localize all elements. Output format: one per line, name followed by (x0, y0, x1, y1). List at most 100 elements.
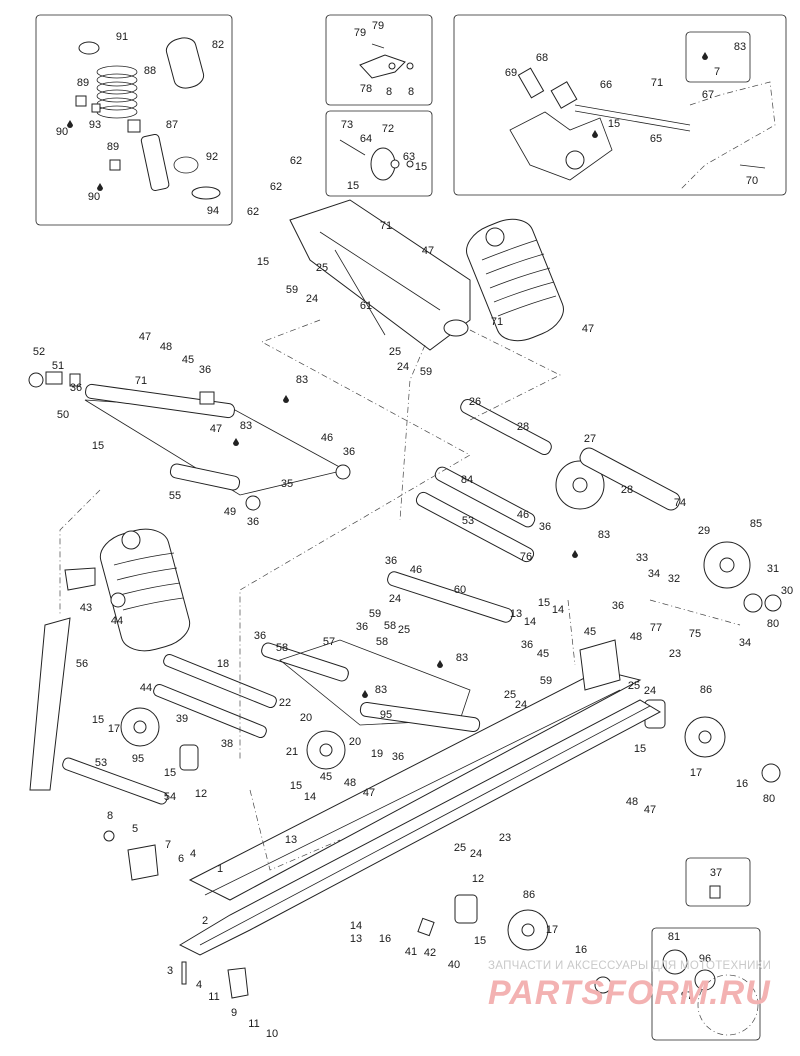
part-callout-45: 45 (320, 771, 332, 783)
part-callout-78: 78 (360, 83, 372, 95)
part-callout-59: 59 (369, 608, 381, 620)
part-callout-15: 15 (257, 256, 269, 268)
part-callout-59: 59 (286, 284, 298, 296)
part-callout-54: 54 (164, 791, 176, 803)
inset-box-wheel-parts (325, 110, 433, 197)
part-callout-53: 53 (95, 757, 107, 769)
part-callout-71: 71 (380, 220, 392, 232)
part-callout-83: 83 (296, 374, 308, 386)
part-callout-47: 47 (582, 323, 594, 335)
part-callout-44: 44 (140, 682, 152, 694)
upper-shock-drawing (466, 218, 564, 342)
part-callout-15: 15 (92, 714, 104, 726)
part-callout-36: 36 (199, 364, 211, 376)
inset-box-torsion-rod-parts (453, 14, 787, 196)
part-callout-79: 79 (354, 27, 366, 39)
bracket-drawing (359, 43, 414, 79)
part-callout-27: 27 (584, 433, 596, 445)
part-callout-35: 35 (281, 478, 293, 490)
part-callout-47: 47 (139, 331, 151, 343)
part-callout-55: 55 (169, 490, 181, 502)
part-callout-25: 25 (504, 689, 516, 701)
part-callout-34: 34 (648, 568, 660, 580)
part-callout-14: 14 (524, 616, 536, 628)
part-callout-26: 26 (469, 396, 481, 408)
part-callout-89: 89 (77, 77, 89, 89)
part-callout-36: 36 (612, 600, 624, 612)
part-callout-49: 49 (224, 506, 236, 518)
part-callout-28: 28 (621, 484, 633, 496)
part-callout-15: 15 (164, 767, 176, 779)
part-callout-53: 53 (462, 515, 474, 527)
part-callout-62: 62 (270, 181, 282, 193)
cross-shafts-drawing (62, 653, 781, 805)
part-callout-18: 18 (217, 658, 229, 670)
part-callout-15: 15 (92, 440, 104, 452)
watermark-logo: PARTSFORM.RU (488, 974, 771, 1012)
slide-rails-drawing (178, 639, 662, 956)
part-callout-45: 45 (537, 648, 549, 660)
part-callout-76: 76 (520, 551, 532, 563)
part-callout-44: 44 (111, 615, 123, 627)
part-callout-67: 67 (702, 89, 714, 101)
part-callout-20: 20 (349, 736, 361, 748)
part-callout-69: 69 (505, 67, 517, 79)
part-callout-3: 3 (167, 965, 173, 977)
part-callout-36: 36 (343, 446, 355, 458)
part-callout-39: 39 (176, 713, 188, 725)
part-callout-5: 5 (132, 823, 138, 835)
part-callout-13: 13 (285, 834, 297, 846)
rear-arm-drawing (415, 398, 782, 626)
part-callout-24: 24 (389, 593, 401, 605)
part-callout-9: 9 (231, 1007, 237, 1019)
part-callout-4: 4 (190, 848, 196, 860)
part-callout-25: 25 (628, 680, 640, 692)
part-callout-91: 91 (116, 31, 128, 43)
part-callout-57: 57 (323, 636, 335, 648)
part-callout-94: 94 (207, 205, 219, 217)
inset-box-rear-shock-parts (35, 14, 233, 226)
part-callout-79: 79 (372, 20, 384, 32)
part-callout-30: 30 (781, 585, 793, 597)
part-callout-13: 13 (350, 933, 362, 945)
part-callout-46: 46 (321, 432, 333, 444)
part-callout-25: 25 (389, 346, 401, 358)
part-callout-47: 47 (422, 245, 434, 257)
part-callout-90: 90 (88, 191, 100, 203)
watermark-caption: ЗАПЧАСТИ И АКСЕССУАРЫ ДЛЯ МОТОТЕХНИКИ (488, 960, 772, 972)
part-callout-40: 40 (448, 959, 460, 971)
part-callout-59: 59 (420, 366, 432, 378)
part-callout-25: 25 (398, 624, 410, 636)
part-callout-19: 19 (371, 748, 383, 760)
part-callout-22: 22 (279, 697, 291, 709)
part-callout-34: 34 (739, 637, 751, 649)
part-callout-48: 48 (160, 341, 172, 353)
part-callout-36: 36 (392, 751, 404, 763)
part-callout-83: 83 (375, 684, 387, 696)
part-callout-61: 61 (360, 300, 372, 312)
part-callout-47: 47 (644, 804, 656, 816)
part-callout-8: 8 (386, 86, 392, 98)
part-callout-58: 58 (376, 636, 388, 648)
part-callout-36: 36 (247, 516, 259, 528)
part-callout-2: 2 (202, 915, 208, 927)
part-callout-87: 87 (166, 119, 178, 131)
part-callout-84: 84 (461, 474, 473, 486)
part-callout-15: 15 (538, 597, 550, 609)
part-callout-71: 71 (491, 316, 503, 328)
part-callout-21: 21 (286, 746, 298, 758)
small-wheel-drawing (339, 139, 414, 181)
part-callout-37: 37 (710, 867, 722, 879)
part-callout-92: 92 (206, 151, 218, 163)
part-callout-11: 11 (248, 1018, 259, 1030)
part-callout-11: 11 (208, 991, 219, 1003)
part-callout-15: 15 (634, 743, 646, 755)
part-callout-17: 17 (108, 723, 120, 735)
part-callout-36: 36 (356, 621, 368, 633)
middle-arm-drawing (261, 571, 513, 733)
part-callout-47: 47 (210, 423, 222, 435)
inset-box-grease-parts (685, 31, 751, 83)
part-callout-24: 24 (515, 699, 527, 711)
inset-box-grease-fitting (685, 857, 751, 907)
